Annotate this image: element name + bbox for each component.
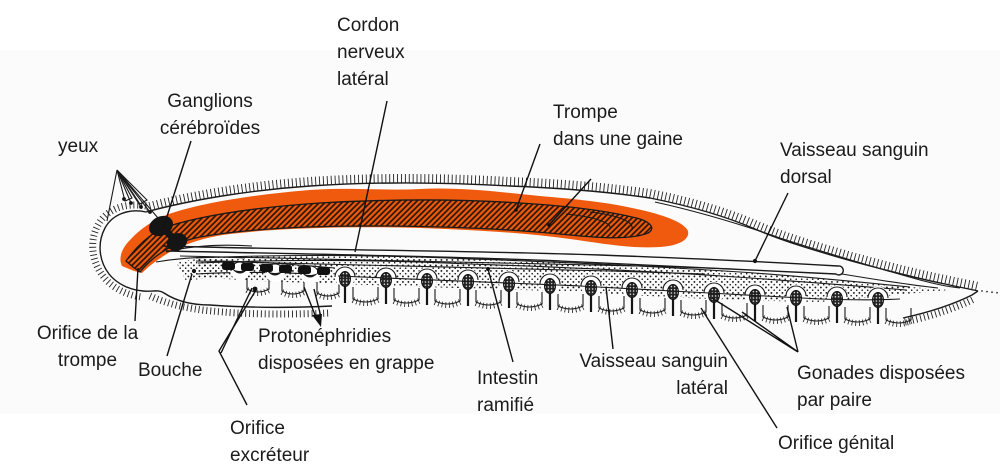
label-orifice-trompe: Orifice de la trompe	[36, 323, 139, 371]
leader-vaisseau-dorsal	[754, 192, 789, 262]
leader-bouche	[166, 273, 193, 357]
leader-orifice-genital	[700, 307, 778, 429]
cerebral-ganglia	[148, 215, 188, 251]
leader-gonades	[711, 297, 799, 353]
tail-cilia	[904, 295, 976, 326]
arrowhead	[312, 314, 322, 327]
label-yeux: yeux	[58, 136, 99, 157]
proboscis-sheath-orange	[120, 188, 689, 273]
label-vaisseau-lateral: Vaisseau sanguin latéral	[579, 351, 728, 399]
leader-lines	[134, 100, 799, 429]
leader-ganglions	[163, 140, 192, 227]
leader-cordon	[354, 100, 388, 253]
head	[89, 169, 333, 318]
label-bouche: Bouche	[138, 360, 203, 381]
label-protonephridies: Protonéphridies disposées en grappe	[258, 326, 435, 374]
proboscis-hatched	[125, 199, 653, 273]
lateral-blood-vessel	[337, 275, 901, 301]
head-cilia	[89, 201, 147, 301]
leader-trompe-a	[515, 143, 541, 211]
label-intestin: Intestin ramifié	[477, 368, 539, 416]
label-ganglions: Ganglions cérébroïdes	[159, 91, 261, 139]
label-orifice-genital: Orifice génital	[778, 433, 895, 454]
tail-tip-dots	[981, 290, 998, 294]
mouth-opening	[191, 268, 197, 274]
protonephridia-bars	[213, 260, 336, 292]
eye-fan	[106, 169, 159, 222]
leader-orifice-trompe	[134, 267, 139, 322]
label-vaisseau-dorsal: Vaisseau sanguin dorsal	[780, 140, 929, 188]
label-gonades: Gonades disposées par paire	[797, 363, 965, 411]
leader-intestin	[487, 268, 514, 363]
leader-protonephridies	[303, 286, 322, 321]
dorsal-cilia	[144, 174, 980, 291]
leader-trompe-b	[548, 178, 592, 226]
label-orifice-excreteur: Orifice excréteur	[230, 418, 310, 466]
label-cordon-nerveux: Cordon nerveux latéral	[337, 15, 405, 90]
label-trompe: Trompe dans une gaine	[553, 102, 683, 150]
blood-vessel-lines	[155, 244, 939, 289]
leader-excreteur	[218, 289, 257, 406]
body-outline	[144, 174, 998, 326]
leader-vaisseau-lateral	[605, 286, 614, 350]
